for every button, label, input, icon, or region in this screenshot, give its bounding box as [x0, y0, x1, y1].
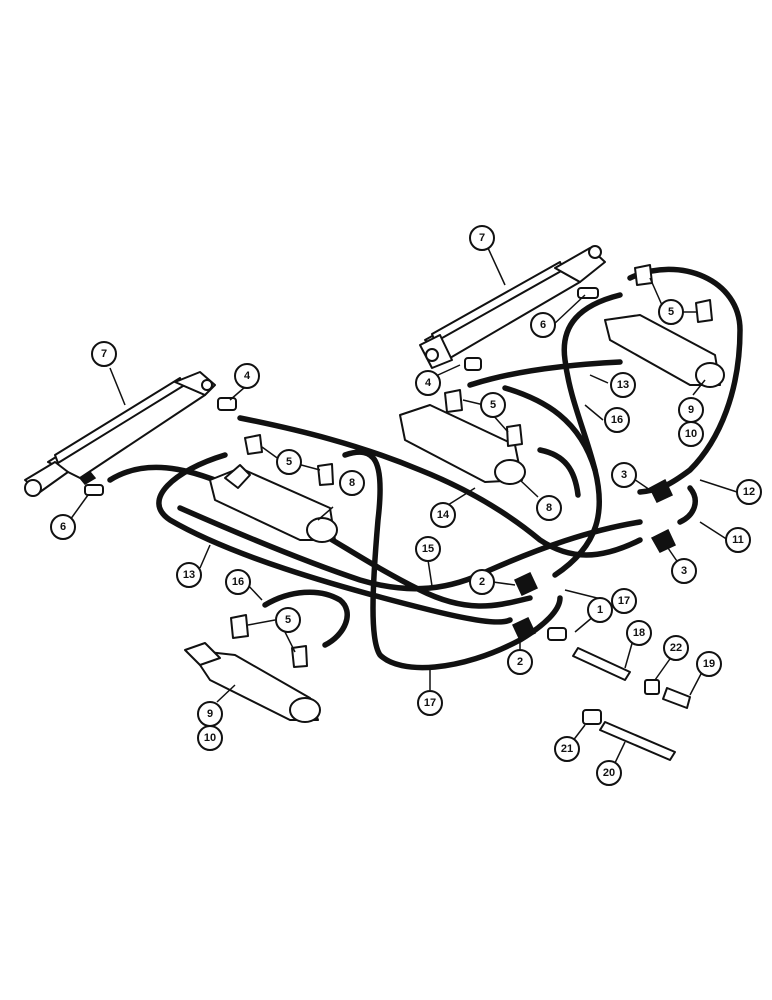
callout-5-b: 5 — [480, 392, 506, 418]
cylinder-7-left — [24, 371, 216, 497]
callout-21-label: 21 — [561, 743, 573, 755]
hose-15 — [177, 505, 643, 592]
callout-5-a-label: 5 — [286, 456, 292, 468]
callout-6-left: 6 — [50, 514, 76, 540]
callout-13-right: 13 — [610, 372, 636, 398]
callout-6-right-label: 6 — [540, 319, 546, 331]
cylinder-8-left — [209, 464, 338, 543]
callout-16-left: 16 — [225, 569, 251, 595]
callout-7-right-label: 7 — [479, 232, 485, 244]
callout-2-lower-label: 2 — [517, 656, 523, 668]
callout-15-label: 15 — [422, 543, 434, 555]
callout-12: 12 — [736, 479, 762, 505]
callout-9-left-label: 9 — [207, 708, 213, 720]
callout-21: 21 — [554, 736, 580, 762]
callout-22: 22 — [663, 635, 689, 661]
callout-17-right: 17 — [611, 588, 637, 614]
hose-11 — [677, 485, 698, 525]
callout-3-lower: 3 — [671, 558, 697, 584]
callout-7-right: 7 — [469, 225, 495, 251]
callout-16-left-label: 16 — [232, 576, 244, 588]
callout-20: 20 — [596, 760, 622, 786]
hose-right-inner — [561, 292, 623, 473]
callouts: 7 7 4 4 5 5 5 5 6 6 8 8 9 10 9 10 13 13 … — [50, 225, 762, 786]
callout-13-left-label: 13 — [183, 569, 195, 581]
callout-9-right: 9 — [678, 397, 704, 423]
callout-15: 15 — [415, 536, 441, 562]
callout-8-left-label: 8 — [349, 477, 355, 489]
callout-5-c: 5 — [658, 299, 684, 325]
callout-10-right: 10 — [678, 421, 704, 447]
callout-10-right-label: 10 — [685, 428, 697, 440]
callout-2-upper: 2 — [469, 569, 495, 595]
callout-6-right: 6 — [530, 312, 556, 338]
callout-18-label: 18 — [633, 627, 645, 639]
hose-short-mid — [537, 447, 581, 498]
callout-10-left: 10 — [197, 725, 223, 751]
callout-4-left: 4 — [234, 363, 260, 389]
callout-9-right-label: 9 — [688, 404, 694, 416]
callout-18: 18 — [626, 620, 652, 646]
callout-3-upper-label: 3 — [621, 469, 627, 481]
callout-4-right: 4 — [415, 370, 441, 396]
callout-9-left: 9 — [197, 701, 223, 727]
callout-19-label: 19 — [703, 658, 715, 670]
callout-5-c-label: 5 — [668, 306, 674, 318]
hose-12 — [627, 266, 743, 495]
callout-6-left-label: 6 — [60, 521, 66, 533]
callout-22-label: 22 — [670, 642, 682, 654]
callout-2-lower: 2 — [507, 649, 533, 675]
cylinder-9-left — [184, 642, 321, 723]
callout-8-right: 8 — [536, 495, 562, 521]
callout-4-left-label: 4 — [244, 370, 251, 382]
callout-1-label: 1 — [597, 604, 603, 616]
callout-11: 11 — [725, 527, 751, 553]
callout-5-b-label: 5 — [490, 399, 496, 411]
callout-13-left: 13 — [176, 562, 202, 588]
callout-11-label: 11 — [732, 534, 744, 546]
callout-16-right: 16 — [604, 407, 630, 433]
callout-3-upper: 3 — [611, 462, 637, 488]
callout-7-left-label: 7 — [101, 348, 107, 360]
callout-17-bottom-label: 17 — [424, 697, 436, 709]
hose-13-lower — [156, 452, 513, 625]
callout-8-right-label: 8 — [546, 502, 552, 514]
cylinder-8-right — [399, 404, 526, 485]
callout-12-label: 12 — [743, 486, 755, 498]
hose-16-left — [262, 589, 350, 648]
callout-3-lower-label: 3 — [681, 565, 687, 577]
callout-19: 19 — [696, 651, 722, 677]
callout-13-right-label: 13 — [617, 379, 629, 391]
hose-13-right — [467, 359, 623, 388]
callout-10-left-label: 10 — [204, 732, 216, 744]
callout-14: 14 — [430, 502, 456, 528]
cylinder-7-right — [419, 245, 606, 369]
callout-5-a: 5 — [276, 449, 302, 475]
callout-17-right-label: 17 — [618, 595, 630, 607]
callout-1: 1 — [587, 597, 613, 623]
callout-14-label: 14 — [437, 509, 450, 521]
callout-8-left: 8 — [339, 470, 365, 496]
fittings — [84, 264, 713, 761]
hose-group — [107, 266, 743, 671]
callout-5-d: 5 — [275, 607, 301, 633]
callout-2-upper-label: 2 — [479, 576, 485, 588]
cylinder-9-right — [604, 314, 725, 388]
callout-5-d-label: 5 — [285, 614, 291, 626]
callout-17-bottom: 17 — [417, 690, 443, 716]
callout-7-left: 7 — [91, 341, 117, 367]
callout-16-right-label: 16 — [611, 414, 623, 426]
callout-4-right-label: 4 — [425, 377, 432, 389]
callout-20-label: 20 — [603, 767, 615, 779]
